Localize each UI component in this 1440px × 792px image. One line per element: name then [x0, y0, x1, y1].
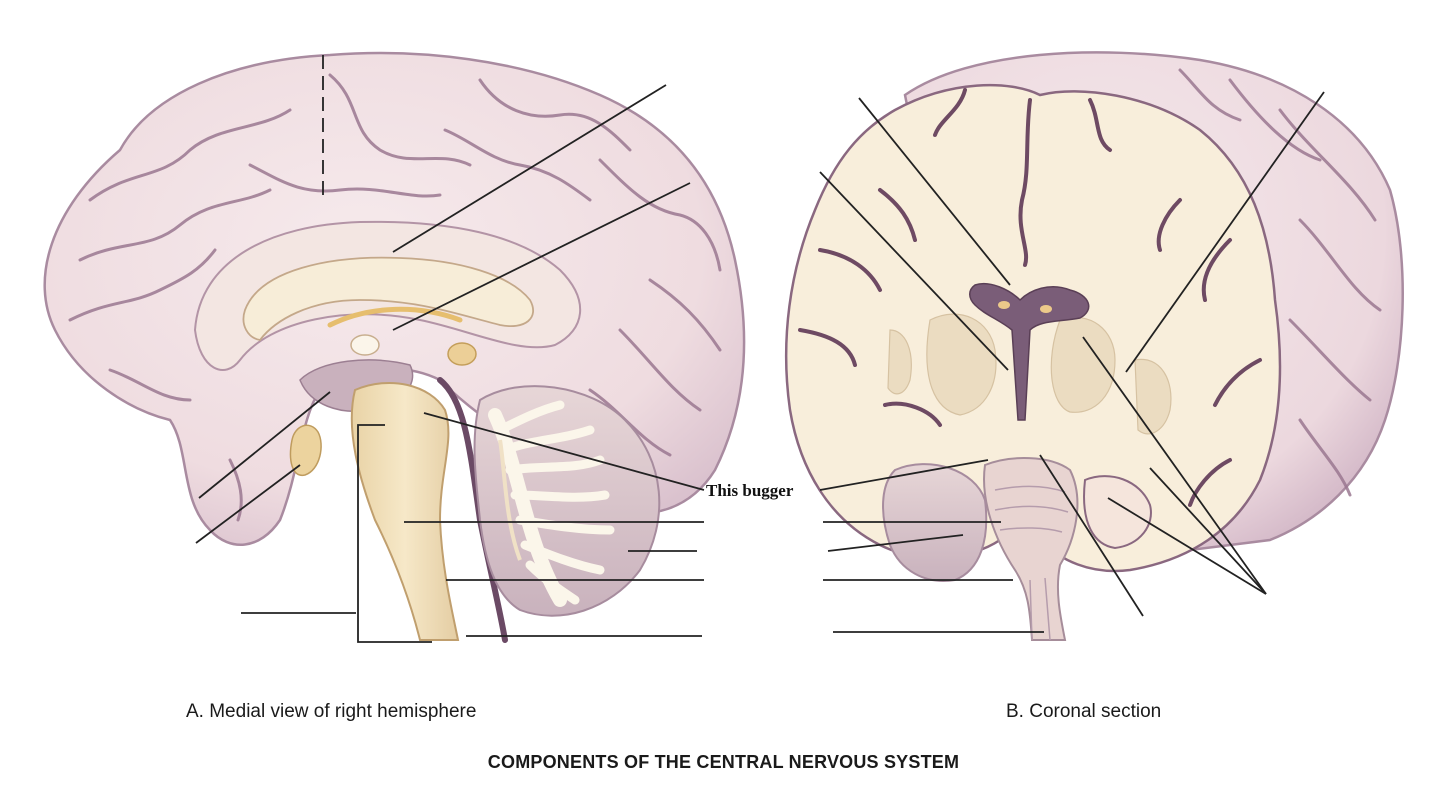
panel-b-caption: B. Coronal section: [1006, 701, 1161, 723]
callout-label: This bugger: [706, 481, 793, 501]
panel-b-coronal-section: [786, 52, 1403, 640]
brainstem-medial: [352, 383, 458, 640]
pineal-gland: [448, 343, 476, 365]
panel-a-caption: A. Medial view of right hemisphere: [186, 701, 476, 723]
caudate-accent-left: [998, 301, 1010, 309]
panel-a-medial-view: [45, 53, 744, 642]
thalamus: [351, 335, 379, 355]
caudate-accent-right: [1040, 305, 1052, 313]
figure-title: COMPONENTS OF THE CENTRAL NERVOUS SYSTEM: [0, 752, 1440, 773]
